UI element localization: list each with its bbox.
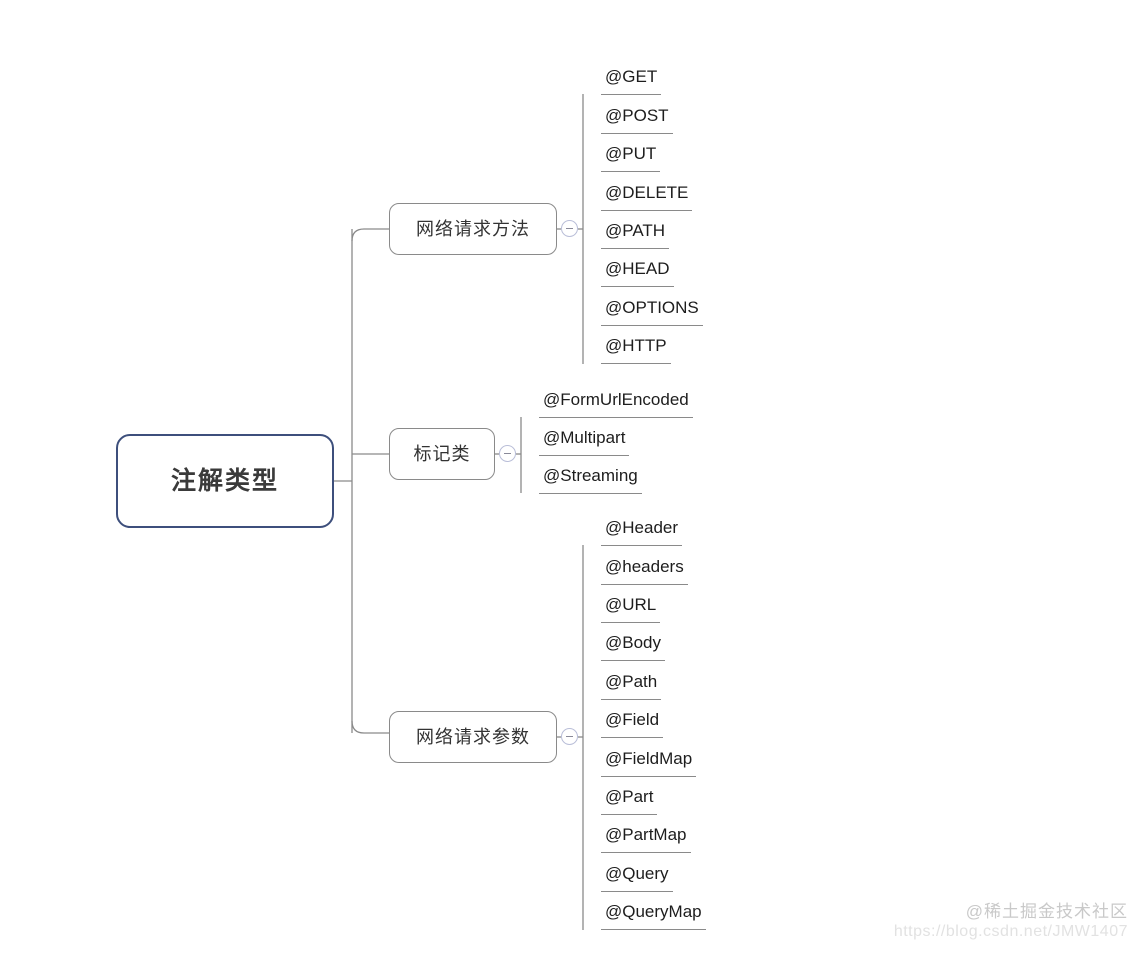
watermark-text: @稀土掘金技术社区 — [965, 901, 1128, 921]
root-node-label: 注解类型 — [170, 466, 279, 495]
collapse-minus-icon[interactable] — [561, 728, 578, 745]
minus-glyph — [566, 735, 573, 738]
leaf-node[interactable]: @Multipart — [539, 425, 630, 456]
leaf-node[interactable]: @HTTP — [601, 333, 671, 364]
leaf-node[interactable]: @HEAD — [601, 256, 674, 287]
branch-node-network-request-methods[interactable]: 网络请求方法 — [389, 203, 557, 255]
leaf-node[interactable]: @URL — [601, 592, 661, 623]
watermark-url: https://blog.csdn.net/JMW1407 — [893, 923, 1128, 940]
root-node[interactable]: 注解类型 — [116, 434, 334, 528]
collapse-minus-icon[interactable] — [499, 445, 516, 462]
leaf-node[interactable]: @PATH — [601, 218, 670, 249]
leaf-node[interactable]: @headers — [601, 554, 688, 585]
leaf-node[interactable]: @Field — [601, 707, 664, 738]
leaf-node[interactable]: @OPTIONS — [601, 295, 703, 326]
leaf-node[interactable]: @Streaming — [539, 463, 642, 494]
minus-glyph — [566, 227, 573, 230]
leaf-node[interactable]: @QueryMap — [601, 899, 706, 930]
watermark: @稀土掘金技术社区 https://blog.csdn.net/JMW1407 — [894, 901, 1128, 942]
minus-glyph — [504, 452, 511, 455]
leaf-node[interactable]: @PUT — [601, 141, 661, 172]
collapse-minus-icon[interactable] — [561, 220, 578, 237]
branch-node-network-request-parameters[interactable]: 网络请求参数 — [389, 711, 557, 763]
leaf-node[interactable]: @GET — [601, 64, 662, 95]
leaf-node[interactable]: @FieldMap — [601, 746, 697, 777]
leaf-node[interactable]: @PartMap — [601, 822, 691, 853]
branch-node-label: 标记类 — [413, 444, 471, 464]
leaf-node[interactable]: @Body — [601, 630, 666, 661]
leaf-node[interactable]: @Query — [601, 861, 673, 892]
branch-node-marker-annotations[interactable]: 标记类 — [389, 428, 495, 480]
branch-node-label: 网络请求参数 — [416, 727, 530, 747]
branch-node-label: 网络请求方法 — [416, 219, 530, 239]
leaf-node[interactable]: @Path — [601, 669, 662, 700]
leaf-node[interactable]: @Part — [601, 784, 658, 815]
leaf-node[interactable]: @Header — [601, 515, 683, 546]
leaf-node[interactable]: @FormUrlEncoded — [539, 387, 693, 418]
leaf-node[interactable]: @DELETE — [601, 180, 693, 211]
leaf-node[interactable]: @POST — [601, 103, 673, 134]
